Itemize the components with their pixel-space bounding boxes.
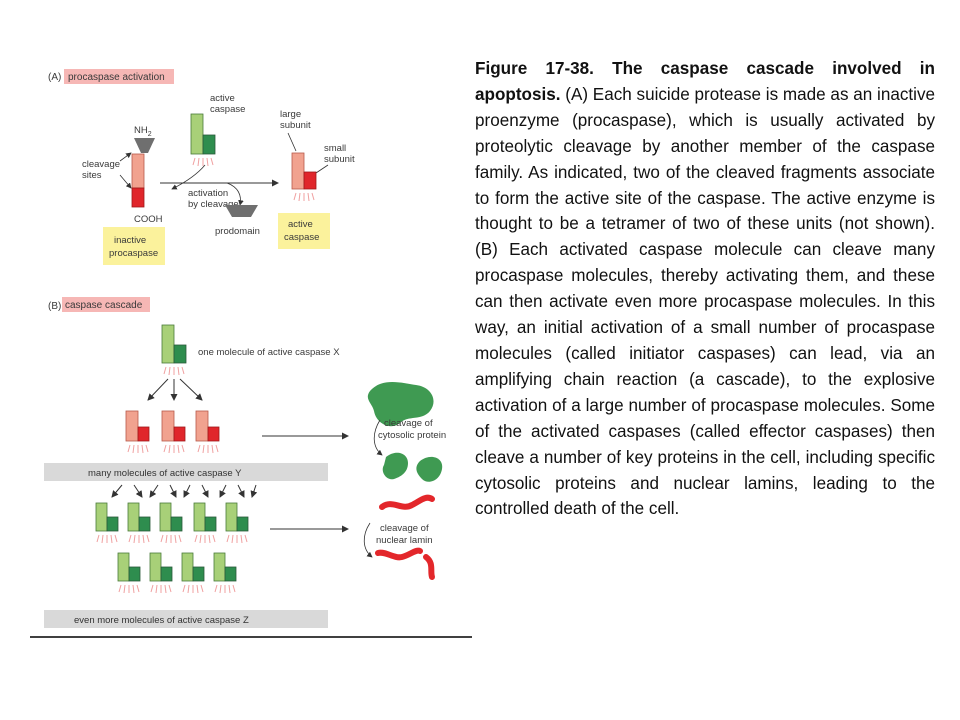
cleaved-caspase-icon xyxy=(291,152,317,202)
cytosolic-fragment-1 xyxy=(382,452,408,480)
even-more-label: even more molecules of active caspase Z xyxy=(74,615,249,626)
caspase-z-icon-1 xyxy=(95,502,119,544)
panel-b-letter: (B) xyxy=(48,301,61,312)
procaspase-large-part xyxy=(131,153,145,189)
cleavage-cytosolic-label-2: cytosolic protein xyxy=(378,430,446,441)
nh2-label: NH2 xyxy=(134,125,152,138)
small-subunit-label-2: subunit xyxy=(324,154,355,165)
caspase-x-icon xyxy=(161,324,187,376)
panel-a-letter: (A) xyxy=(48,72,61,83)
small-subunit-label-1: small xyxy=(324,143,346,154)
band-y xyxy=(44,463,328,481)
caption-title: Figure 17-38. The caspase cascade involv… xyxy=(475,59,935,104)
prodomain-shape xyxy=(225,205,258,217)
band-z xyxy=(44,610,328,628)
caspase-z-icon-7 xyxy=(149,552,173,594)
panel-a-heading: procaspase activation xyxy=(68,72,165,83)
caption-body: (A) Each suicide protease is made as an … xyxy=(475,84,935,519)
active-caspase-box-label-2: caspase xyxy=(284,232,319,243)
by-cleavage-label: by cleavage xyxy=(188,199,239,210)
large-subunit-label-2: subunit xyxy=(280,120,311,131)
caspase-z-icon-4 xyxy=(193,502,217,544)
procaspase-label: procaspase xyxy=(109,248,158,259)
cleavage-sites-label-1: cleavage xyxy=(82,159,120,170)
caspase-z-icon-6 xyxy=(117,552,141,594)
lamin-intact xyxy=(379,494,435,510)
active-caspase-label-2: caspase xyxy=(210,104,245,115)
caspase-y-icon-2 xyxy=(161,410,186,454)
caspase-z-icon-3 xyxy=(159,502,183,544)
active-caspase-box xyxy=(278,213,330,249)
figure-caption: Figure 17-38. The caspase cascade involv… xyxy=(475,56,935,522)
caspase-figure: (A) procaspase activation NH2 COOH cleav… xyxy=(30,55,472,640)
panel-b: (B) caspase cascade one molecule of acti… xyxy=(44,297,446,628)
caspase-y-icon-3 xyxy=(195,410,220,454)
many-molecules-label: many molecules of active caspase Y xyxy=(88,468,242,479)
activation-label: activation xyxy=(188,188,228,199)
procaspase-small-part xyxy=(131,187,145,208)
active-caspase-label-1: active xyxy=(210,93,235,104)
cooh-label: COOH xyxy=(134,214,163,225)
cleavage-sites-label-2: sites xyxy=(82,170,102,181)
cleavage-lamin-label-1: cleavage of xyxy=(380,523,429,534)
inactive-procaspase-box xyxy=(103,227,165,265)
panel-b-heading: caspase cascade xyxy=(65,300,143,311)
panel-a: (A) procaspase activation NH2 COOH cleav… xyxy=(48,69,355,265)
caspase-y-icon-1 xyxy=(125,410,150,454)
lamin-fragment-1 xyxy=(375,547,423,561)
caspase-z-icon-5 xyxy=(225,502,249,544)
caspase-z-icon-2 xyxy=(127,502,151,544)
active-caspase-icon-a xyxy=(190,113,216,167)
large-subunit-label-1: large xyxy=(280,109,301,120)
cleavage-lamin-label-2: nuclear lamin xyxy=(376,535,433,546)
prodomain-label: prodomain xyxy=(215,226,260,237)
caspase-z-icon-9 xyxy=(213,552,237,594)
prodomain-funnel xyxy=(134,138,155,153)
figure-svg: (A) procaspase activation NH2 COOH cleav… xyxy=(30,69,472,638)
arrows-y-to-z xyxy=(111,484,258,498)
cytosolic-fragment-2 xyxy=(416,456,443,482)
caspase-z-icon-8 xyxy=(181,552,205,594)
cytosolic-protein-intact xyxy=(367,382,434,427)
lamin-fragment-2 xyxy=(423,554,435,580)
cleavage-cytosolic-label-1: cleavage of xyxy=(384,418,433,429)
panel-b-heading-box xyxy=(62,297,150,312)
active-caspase-box-label-1: active xyxy=(288,219,313,230)
one-molecule-label: one molecule of active caspase X xyxy=(198,347,340,358)
panel-a-heading-box xyxy=(64,69,174,84)
inactive-label: inactive xyxy=(114,235,146,246)
